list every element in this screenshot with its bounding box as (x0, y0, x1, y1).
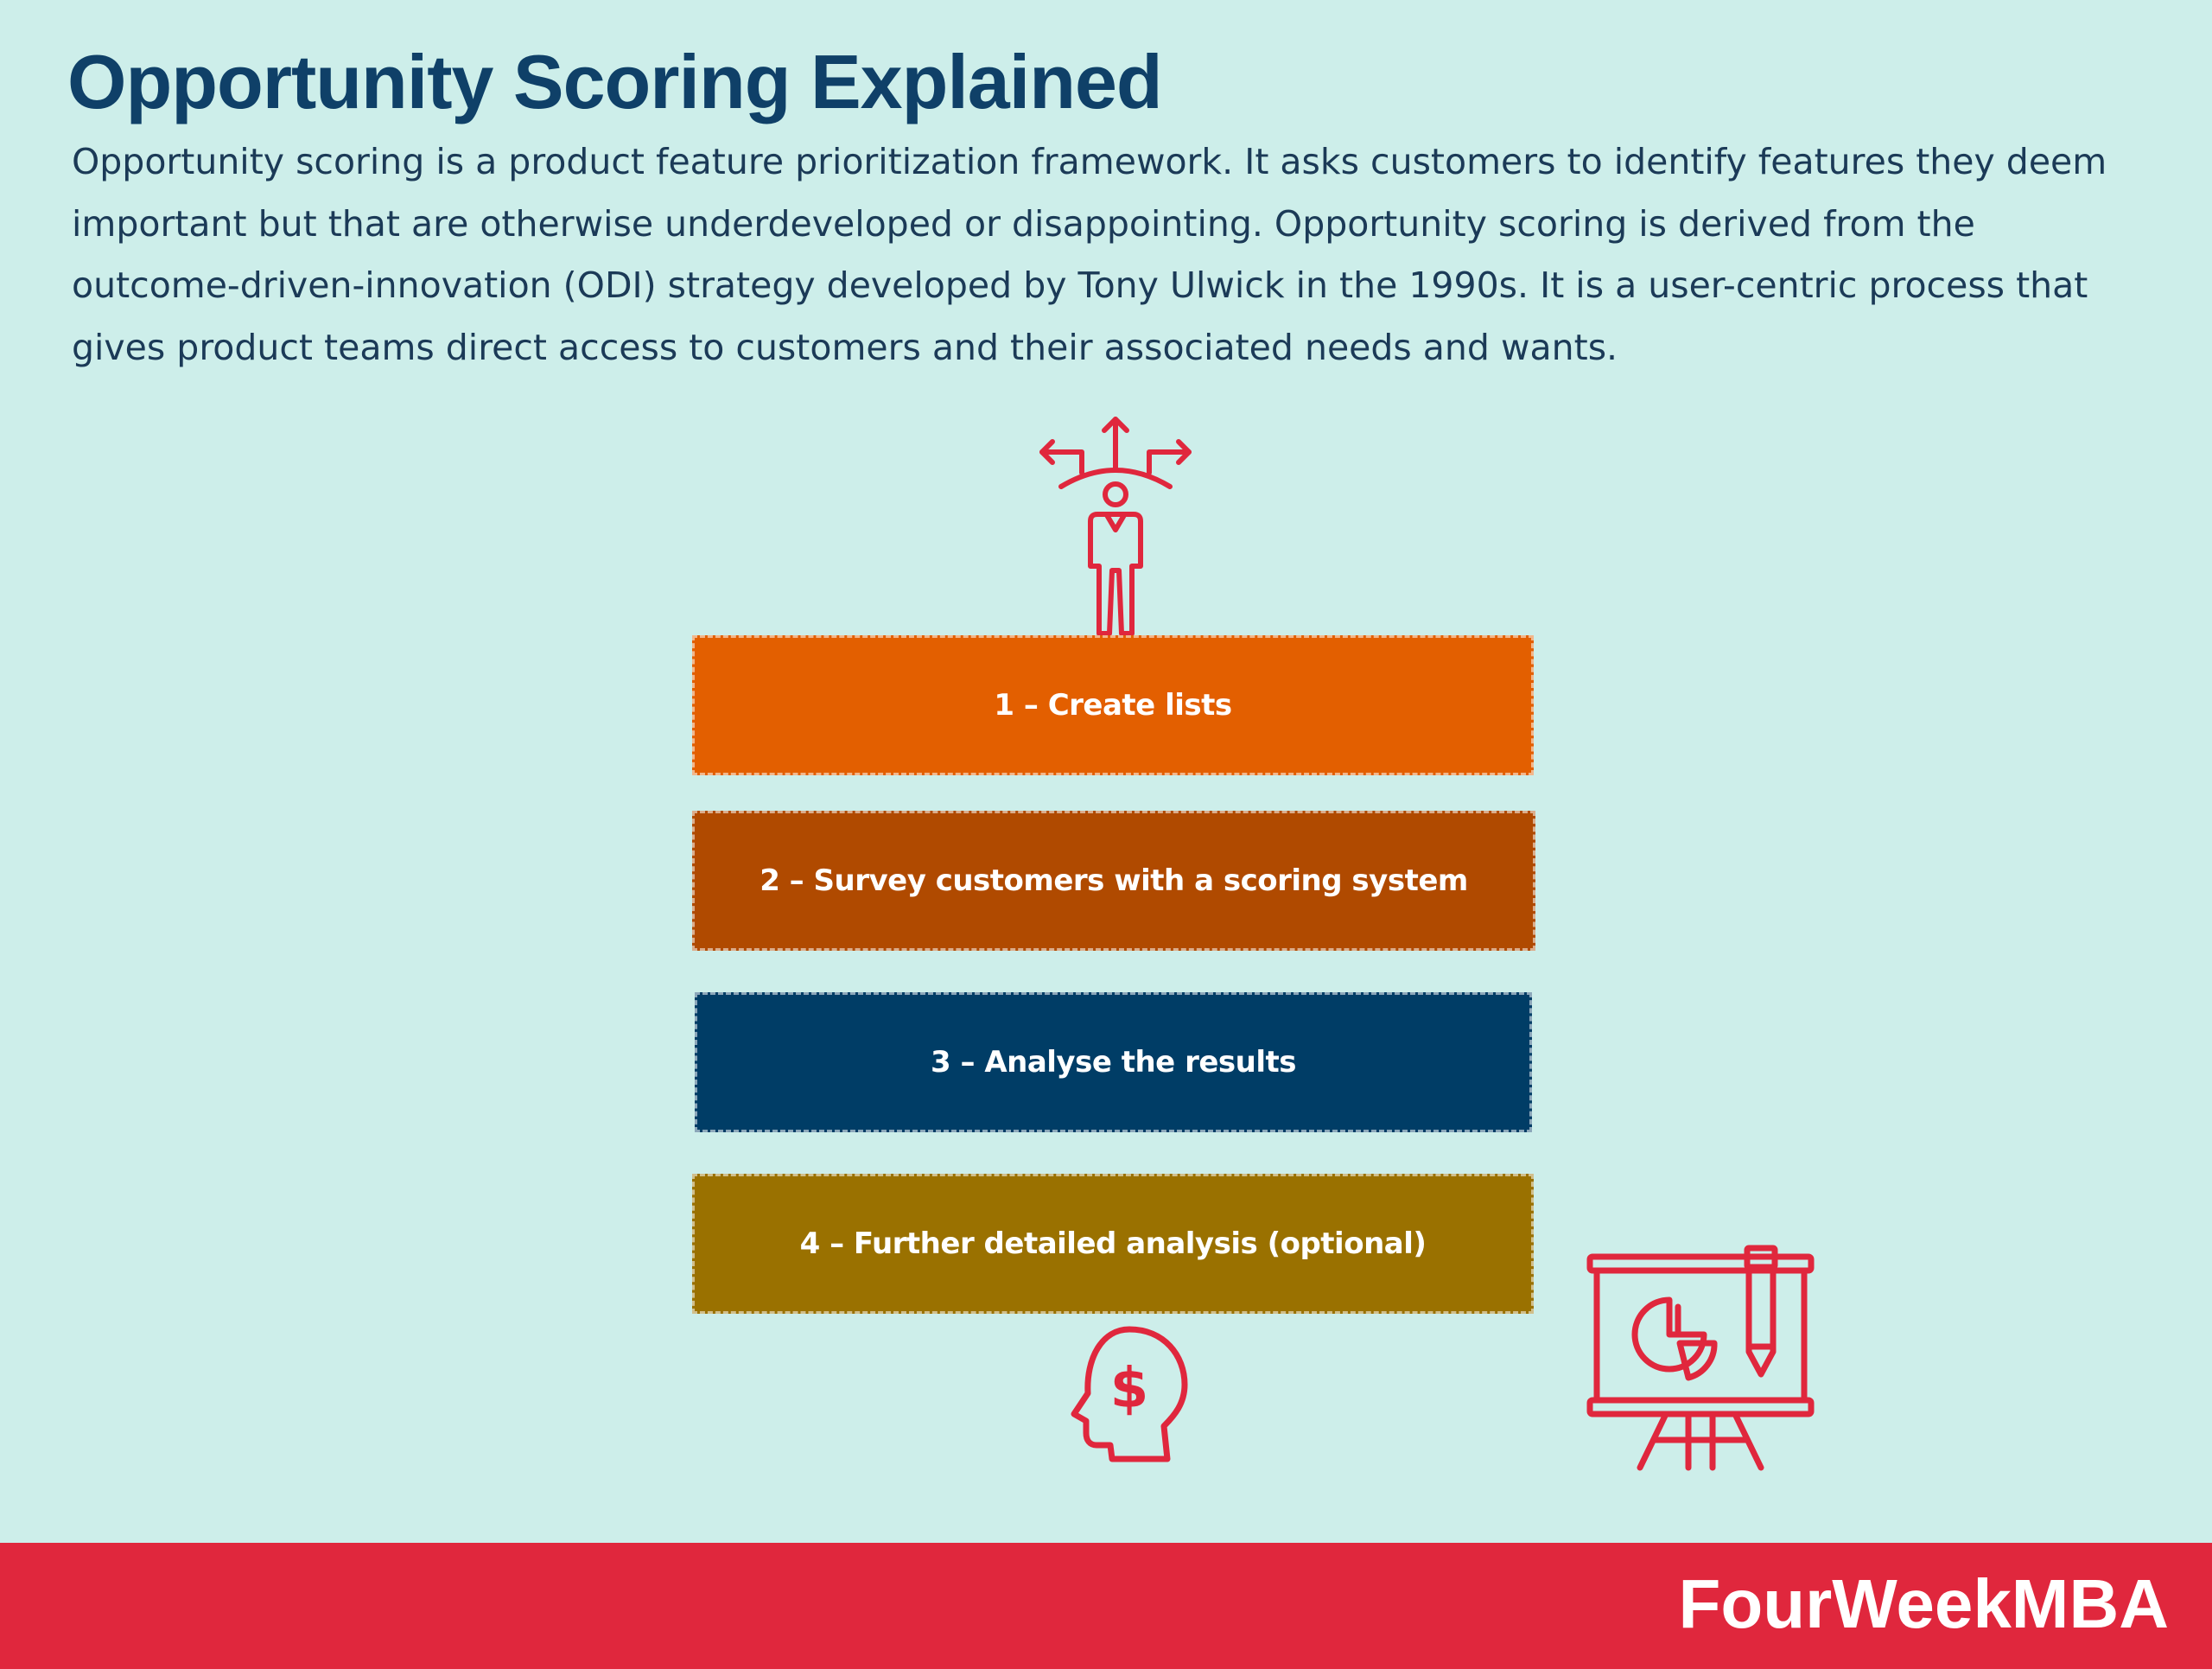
head-dollar-icon: $ (1071, 1326, 1188, 1462)
step-1-box: 1 – Create lists (692, 635, 1534, 775)
brand-logo: FourWeekMBA (1678, 1565, 2169, 1642)
step-3-label: 3 – Analyse the results (930, 1045, 1297, 1080)
step-1-label: 1 – Create lists (994, 688, 1232, 723)
intro-paragraph: Opportunity scoring is a product feature… (72, 141, 2107, 368)
step-2-box: 2 – Survey customers with a scoring syst… (692, 811, 1535, 951)
step-4-box: 4 – Further detailed analysis (optional) (692, 1174, 1534, 1314)
step-4-label: 4 – Further detailed analysis (optional) (799, 1226, 1427, 1261)
person-crossroads-icon (1039, 417, 1192, 635)
footer-bar (0, 1543, 2212, 1669)
step-2-label: 2 – Survey customers with a scoring syst… (760, 863, 1468, 898)
svg-text:$: $ (1110, 1357, 1149, 1421)
presentation-easel-icon (1586, 1245, 1815, 1471)
step-3-box: 3 – Analyse the results (695, 992, 1532, 1132)
page-title: Opportunity Scoring Explained (67, 39, 1163, 124)
